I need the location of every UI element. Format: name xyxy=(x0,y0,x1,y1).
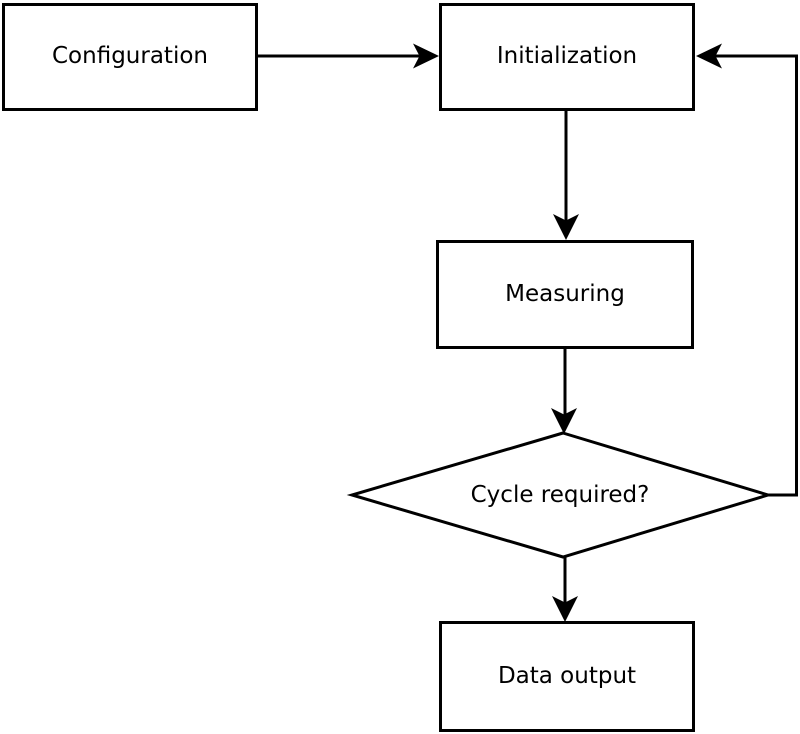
node-cycle-required: Cycle required? xyxy=(410,480,710,510)
node-data-output: Data output xyxy=(439,621,695,732)
arrowhead-into-data-output-top xyxy=(552,596,578,622)
node-initialization-label: Initialization xyxy=(496,43,638,70)
arrowhead-into-initialization-right xyxy=(696,43,722,69)
edge-cycle-required-to-initialization-feedback xyxy=(705,54,798,497)
arrowhead-into-measuring-top xyxy=(553,214,579,240)
node-cycle-required-label: Cycle required? xyxy=(470,482,650,508)
arrowhead-into-diamond-top xyxy=(551,408,577,434)
decision-diamond-shape xyxy=(346,431,774,559)
node-configuration: Configuration xyxy=(2,3,258,111)
node-measuring-label: Measuring xyxy=(505,280,625,307)
node-initialization: Initialization xyxy=(439,3,695,111)
arrowhead-into-initialization-left xyxy=(413,43,439,69)
node-measuring: Measuring xyxy=(436,240,694,349)
node-configuration-label: Configuration xyxy=(52,43,208,70)
node-data-output-label: Data output xyxy=(497,662,637,689)
